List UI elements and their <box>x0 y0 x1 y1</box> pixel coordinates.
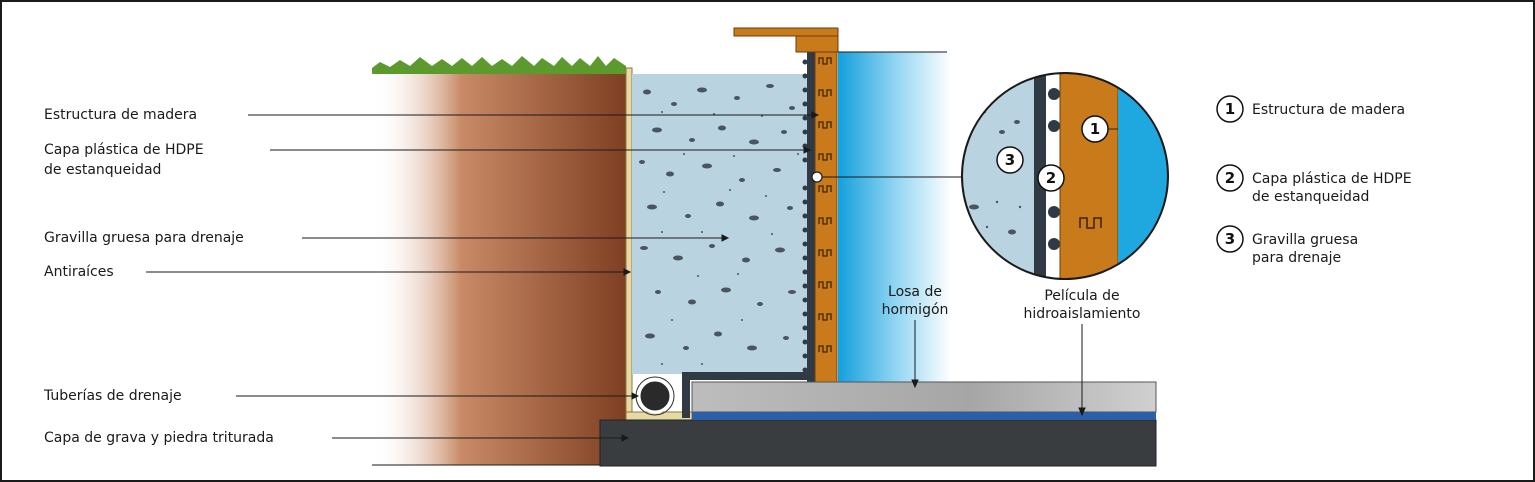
legend-text-3-line2: para drenaje <box>1252 250 1341 266</box>
wood-coping-top <box>733 27 839 37</box>
legend-number-1: 1 <box>1225 100 1235 118</box>
label-antiraices: Antiraíces <box>44 264 114 280</box>
detail-marker-3 <box>996 146 1024 174</box>
wood-coping-side <box>795 35 839 53</box>
hdpe-membrane <box>807 44 815 382</box>
grass-strip <box>372 56 626 74</box>
concrete-slab <box>691 381 1157 413</box>
label-pelicula-line1: Película de <box>1044 288 1119 304</box>
root-barrier <box>625 67 633 421</box>
legend-marker-1 <box>1216 95 1244 123</box>
label-gravilla: Gravilla gruesa para drenaje <box>44 230 244 246</box>
soil-mass <box>372 70 626 465</box>
detail-marker-1 <box>1081 115 1109 143</box>
pool-water <box>838 52 951 382</box>
legend-number-2: 2 <box>1225 169 1235 187</box>
legend-marker-3 <box>1216 225 1244 253</box>
base-gravel-layer <box>599 419 1157 467</box>
label-capa-grava: Capa de grava y piedra triturada <box>44 430 274 446</box>
legend-text-2-line1: Capa plástica de HDPE <box>1252 171 1412 187</box>
label-capa-hdpe-line2: de estanqueidad <box>44 162 161 178</box>
detail-marker-2-text: 2 <box>1046 169 1056 187</box>
detail-marker-2 <box>1037 164 1065 192</box>
label-capa-hdpe-line1: Capa plástica de HDPE <box>44 142 204 158</box>
drainage-pipe <box>637 378 673 414</box>
label-tuberias: Tuberías de drenaje <box>43 388 182 404</box>
label-pelicula-line2: hidroaislamiento <box>1024 306 1141 322</box>
detail-marker-3-text: 3 <box>1005 151 1015 169</box>
label-estructura: Estructura de madera <box>44 107 197 123</box>
detail-marker-1-text: 1 <box>1090 120 1100 138</box>
wood-structure <box>814 43 838 383</box>
legend-text-3-line1: Gravilla gruesa <box>1252 232 1358 248</box>
waterproofing-film <box>692 412 1156 420</box>
detail-magnifier <box>962 73 1168 279</box>
legend-text-2-line2: de estanqueidad <box>1252 189 1369 205</box>
legend-number-3: 3 <box>1225 230 1235 248</box>
gravel-fill <box>632 74 807 374</box>
legend: 1 Estructura de madera 2 Capa plástica d… <box>1216 95 1412 266</box>
legend-text-1: Estructura de madera <box>1252 102 1405 118</box>
label-losa-line2: hormigón <box>882 302 949 318</box>
label-losa-line1: Losa de <box>888 284 942 300</box>
legend-marker-2 <box>1216 164 1244 192</box>
